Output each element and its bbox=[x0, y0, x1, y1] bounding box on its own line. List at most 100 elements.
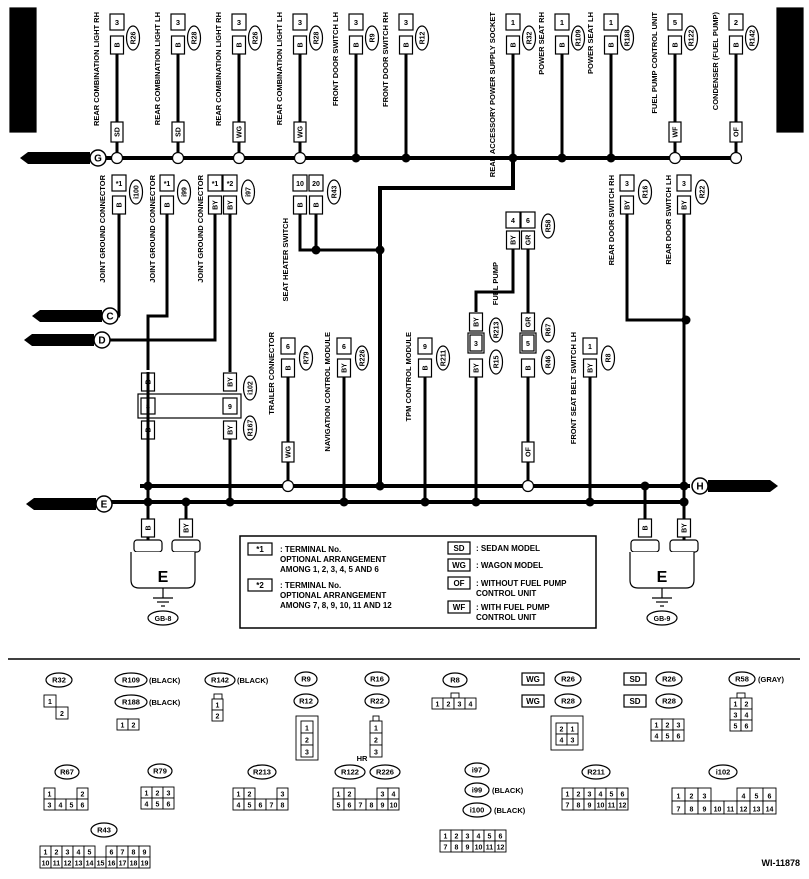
label: 5 bbox=[526, 341, 530, 348]
inline-connector bbox=[137, 393, 242, 419]
model-code-box bbox=[232, 121, 246, 143]
legend-text: : SEDAN MODEL bbox=[476, 544, 540, 553]
pin-cell-label: 8 bbox=[370, 803, 374, 810]
pin-cell-label: 18 bbox=[130, 861, 138, 868]
component-name: REAR ACCESSORY POWER SUPPLY SOCKET bbox=[488, 12, 497, 178]
connector-latch bbox=[213, 693, 223, 700]
label: 6 bbox=[286, 344, 290, 351]
wire-color-label: BY bbox=[228, 200, 235, 210]
wire-color-label: B bbox=[609, 42, 616, 47]
pin-cell-label: 6 bbox=[768, 794, 772, 801]
pin-cell-label: 14 bbox=[86, 861, 94, 868]
pin-cell-label: 3 bbox=[458, 702, 462, 709]
pin-cell-label: 8 bbox=[281, 803, 285, 810]
connector-view-ref: R67 bbox=[60, 768, 74, 777]
wire bbox=[378, 158, 515, 486]
pin-cell-label: 5 bbox=[70, 803, 74, 810]
connector-ref bbox=[298, 345, 314, 371]
pin-cell-label: 2 bbox=[216, 714, 220, 721]
connector-ref bbox=[128, 179, 144, 205]
connector-ref bbox=[364, 693, 390, 709]
connector-view-ref: R26 bbox=[561, 675, 575, 684]
model-code-label: SD bbox=[176, 127, 183, 137]
pin-cell-label: 2 bbox=[447, 702, 451, 709]
splice-point bbox=[293, 151, 307, 165]
pin-cell-label: 4 bbox=[469, 702, 473, 709]
pin-cell-label: 2 bbox=[348, 792, 352, 799]
pin-box bbox=[222, 174, 238, 192]
legend-text: AMONG 7, 8, 9, 10, 11 AND 12 bbox=[280, 601, 392, 610]
pin-cell-label: 6 bbox=[348, 803, 352, 810]
connector-view-ref: R58 bbox=[735, 675, 749, 684]
pin-cell-label: 3 bbox=[48, 803, 52, 810]
wire bbox=[625, 214, 686, 322]
connector-ref-label: R9 bbox=[370, 33, 377, 42]
ground-ref-label: GB-9 bbox=[654, 616, 671, 623]
wire-color-label: BY bbox=[184, 523, 191, 533]
connector-ref bbox=[464, 782, 490, 798]
model-code-box bbox=[110, 121, 124, 143]
component-name: POWER SEAT LH bbox=[586, 12, 595, 74]
pin-cell-label: 6 bbox=[81, 803, 85, 810]
connector-ref bbox=[45, 672, 73, 688]
connector-ref bbox=[293, 693, 319, 709]
junction-dot bbox=[679, 481, 689, 491]
pin-number: 1 bbox=[560, 18, 564, 27]
connector-ref bbox=[354, 345, 370, 371]
ground-tag-label: GND-05 bbox=[727, 482, 757, 491]
label: SD bbox=[629, 697, 640, 706]
wire-color-box bbox=[468, 312, 484, 332]
connector-view-ref: R16 bbox=[370, 675, 384, 684]
ground-ref-label: GB-8 bbox=[155, 616, 172, 623]
connector-view-note: (BLACK) bbox=[149, 676, 181, 685]
connector-ref bbox=[540, 317, 556, 343]
pin-box bbox=[417, 337, 433, 355]
pin-cell-label: 8 bbox=[455, 845, 459, 852]
ground-letter bbox=[691, 477, 709, 495]
ground-tag bbox=[26, 498, 96, 510]
pin-number: 3 bbox=[298, 18, 302, 27]
splice-point bbox=[232, 151, 246, 165]
pin-cell-label: 11 bbox=[727, 807, 735, 814]
pin-cell bbox=[43, 694, 57, 708]
connector-ref bbox=[364, 25, 380, 51]
connector-ref-label: i99 bbox=[182, 187, 189, 197]
connector-ref bbox=[683, 25, 699, 51]
legend-tag bbox=[247, 578, 273, 592]
label: WG bbox=[526, 675, 540, 684]
wire-color-label: BY bbox=[213, 200, 220, 210]
legend-box bbox=[239, 535, 597, 629]
connector-view-ref: R142 bbox=[211, 676, 229, 685]
connector-view-ref: R28 bbox=[662, 697, 676, 706]
connector-view-ref: i97 bbox=[472, 766, 482, 775]
junction-dot bbox=[311, 245, 321, 255]
junction-dot bbox=[339, 497, 349, 507]
legend-code: SD bbox=[453, 544, 464, 553]
connector-ref bbox=[414, 25, 430, 51]
pin-cell-label: 10 bbox=[597, 803, 605, 810]
pin-cell-label: 2 bbox=[745, 702, 749, 709]
pin-cell-label: 4 bbox=[59, 803, 63, 810]
connector-ref-label: R22 bbox=[700, 185, 707, 198]
connector-view-ref: R28 bbox=[561, 697, 575, 706]
connector-ref-label: i100 bbox=[134, 185, 141, 199]
wire-color-label: B bbox=[643, 525, 650, 530]
connector-latch bbox=[372, 715, 380, 722]
pin-box bbox=[728, 13, 744, 31]
legend-code: WG bbox=[452, 561, 466, 570]
legend-text: : WITH FUEL PUMP bbox=[476, 603, 550, 612]
connector-ref-label: R28 bbox=[314, 31, 321, 44]
model-code-label: WG bbox=[298, 125, 305, 138]
connector-ref-label: R58 bbox=[546, 219, 553, 232]
connector-ref bbox=[54, 764, 80, 780]
legend-code-box bbox=[447, 576, 471, 590]
pin-cell-label: 2 bbox=[132, 723, 136, 730]
connector-ref bbox=[90, 822, 118, 838]
label: 9 bbox=[228, 404, 232, 411]
connector-ref-label: R28 bbox=[192, 31, 199, 44]
wire-color-label: B bbox=[165, 202, 172, 207]
pin-cell-label: 1 bbox=[444, 834, 448, 841]
legend-tag bbox=[247, 542, 273, 556]
connector-view-ref: R122 bbox=[341, 768, 359, 777]
